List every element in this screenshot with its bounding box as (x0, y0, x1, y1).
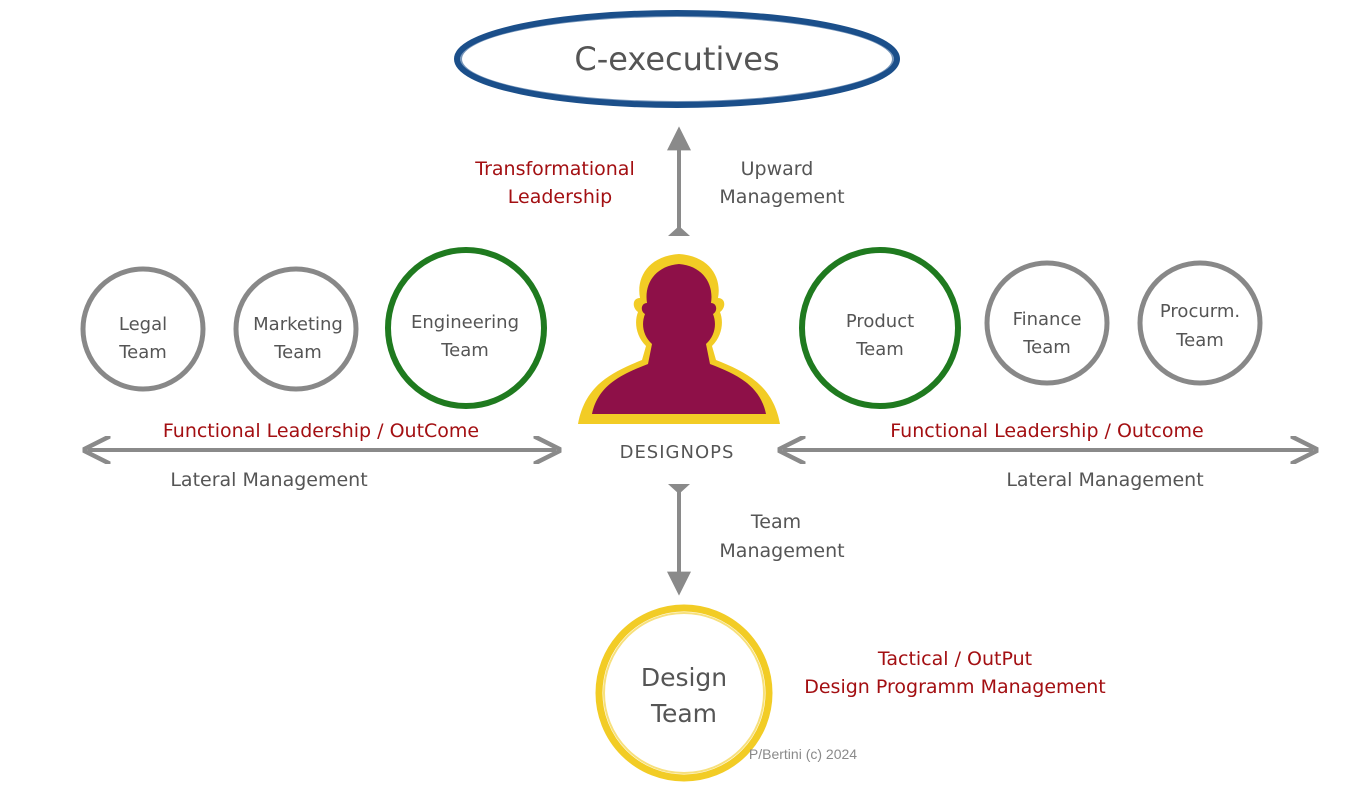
legal-team-line-1: Legal (119, 314, 167, 335)
tactical-output-line-2: Design Programm Management (804, 676, 1106, 698)
lateral-management-right: Lateral Management (1006, 469, 1203, 491)
marketing-team-line-1: Marketing (253, 314, 343, 335)
procurement-team-line-2: Team (1175, 330, 1224, 351)
procurement-team-line-1: Procurm. (1160, 301, 1240, 322)
transformational-leadership-line-2: Leadership (508, 186, 612, 208)
downward-arrow (667, 484, 691, 596)
marketing-team-node: Marketing Team (233, 266, 359, 392)
product-team-line-2: Team (855, 339, 904, 360)
engineering-team-line-2: Team (440, 340, 489, 361)
upward-arrow (667, 126, 691, 236)
copyright-credit: P/Bertini (c) 2024 (749, 746, 857, 762)
engineering-team-node: Engineering Team (385, 247, 547, 409)
finance-team-line-2: Team (1022, 337, 1071, 358)
legal-team-node: Legal Team (80, 266, 206, 392)
design-team-node: Design Team (595, 604, 773, 782)
upward-management-line-1: Upward (741, 158, 814, 180)
team-management-line-1: Team (750, 511, 801, 533)
upward-management-line-2: Management (719, 186, 844, 208)
product-team-node: Product Team (799, 247, 961, 409)
design-team-line-2: Team (650, 699, 717, 728)
marketing-team-line-2: Team (273, 342, 322, 363)
c-executives-label: C-executives (574, 40, 779, 78)
design-team-line-1: Design (641, 663, 727, 692)
c-executives-node: C-executives (454, 10, 900, 108)
lateral-management-left: Lateral Management (170, 469, 367, 491)
product-team-line-1: Product (846, 311, 914, 332)
transformational-leadership-line-1: Transformational (474, 158, 634, 180)
team-management-line-2: Management (719, 540, 844, 562)
functional-leadership-left: Functional Leadership / OutCome (163, 420, 479, 442)
tactical-output-line-1: Tactical / OutPut (877, 648, 1032, 670)
finance-team-node: Finance Team (984, 260, 1110, 386)
legal-team-line-2: Team (118, 342, 167, 363)
finance-team-line-1: Finance (1013, 309, 1082, 330)
engineering-team-line-1: Engineering (411, 312, 519, 333)
procurement-team-node: Procurm. Team (1137, 260, 1263, 386)
designops-label: DESIGNOPS (620, 442, 735, 463)
functional-leadership-right: Functional Leadership / Outcome (890, 420, 1203, 442)
designops-person-icon (578, 254, 780, 424)
